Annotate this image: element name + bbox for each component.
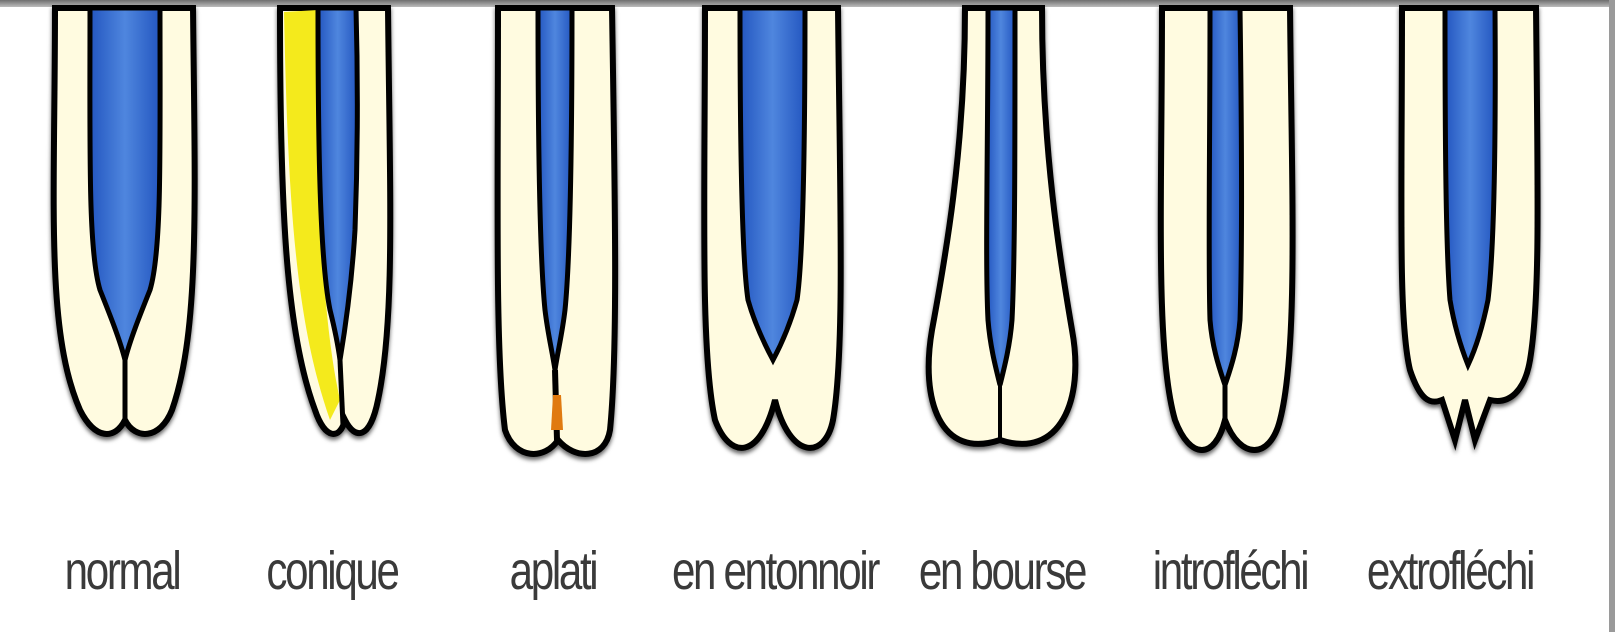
label-introflechi: introfléchi: [1105, 540, 1355, 602]
root-extroflechi: [1401, 8, 1537, 440]
label-conique: conique: [207, 540, 457, 602]
root-aplati-orange: [551, 395, 563, 430]
label-en-bourse: en bourse: [877, 540, 1127, 602]
label-en-entonnoir: en entonnoir: [650, 540, 900, 602]
root-normal: [54, 8, 195, 434]
root-en-bourse: [929, 8, 1076, 444]
root-conique: [280, 8, 390, 434]
root-en-entonnoir: [704, 8, 841, 448]
root-en-entonnoir-pulp: [740, 8, 805, 360]
root-extroflechi-pulp: [1445, 8, 1495, 365]
root-en-bourse-pulp: [987, 8, 1015, 385]
label-aplati: aplati: [428, 540, 678, 602]
label-extroflechi: extrofléchi: [1325, 540, 1575, 602]
root-introflechi-pulp: [1209, 8, 1241, 385]
root-conique-canal: [340, 360, 343, 425]
root-aplati: [498, 8, 616, 454]
root-introflechi: [1161, 8, 1293, 450]
